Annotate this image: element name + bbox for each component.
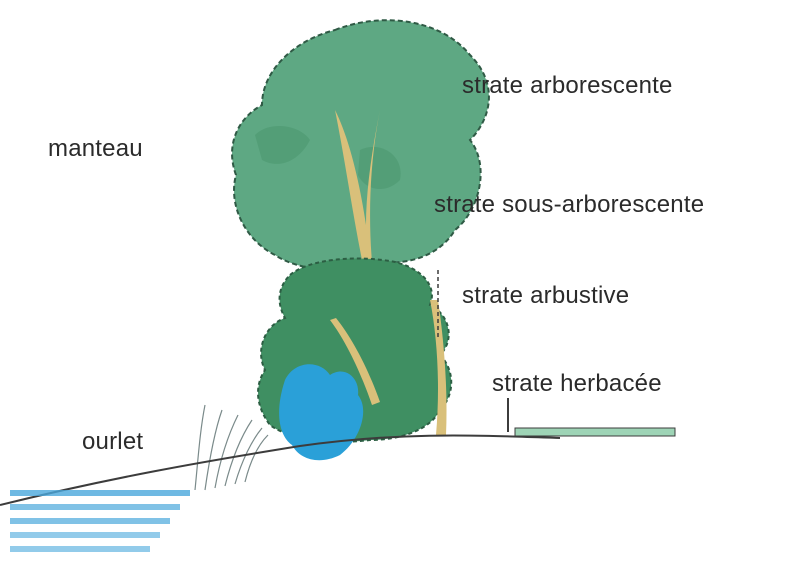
label-ourlet: ourlet: [82, 428, 143, 456]
label-strate-arbustive: strate arbustive: [462, 282, 629, 310]
herb-layer-marker: [508, 398, 675, 436]
herb-bar: [515, 428, 675, 436]
label-strate-sous-arborescente: strate sous-arborescente: [434, 191, 704, 219]
label-strate-herbacee: strate herbacée: [492, 370, 662, 398]
label-manteau: manteau: [48, 135, 143, 163]
label-strate-arborescente: strate arborescente: [462, 72, 673, 100]
